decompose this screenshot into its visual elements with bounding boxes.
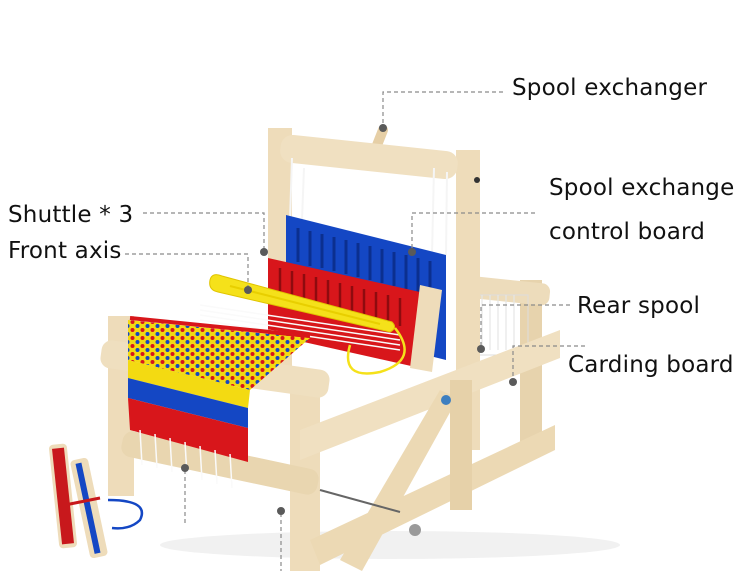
callout-dots [181, 124, 517, 515]
callout-shuttle: Shuttle * 3 [8, 202, 134, 228]
yellow-shuttle [209, 274, 406, 375]
callout-rear-spool: Rear spool [577, 293, 701, 319]
callout-spool-exchanger: Spool exchanger [512, 75, 708, 101]
callout-front-axis: Front axis [8, 238, 122, 264]
callout-carding-board: Carding board [568, 352, 734, 378]
top-bar [280, 134, 458, 180]
callout-spool-exchange-control-board-line2: control board [549, 219, 706, 245]
woven-sample [128, 316, 311, 489]
diagonal-brace [340, 390, 458, 571]
floor-shadow [160, 531, 620, 559]
callout-spool-exchange-control-board-line1: Spool exchange [549, 175, 735, 201]
stick-shuttles [49, 443, 143, 559]
side-rail-upper [300, 330, 560, 460]
callout-lines [125, 91, 585, 571]
